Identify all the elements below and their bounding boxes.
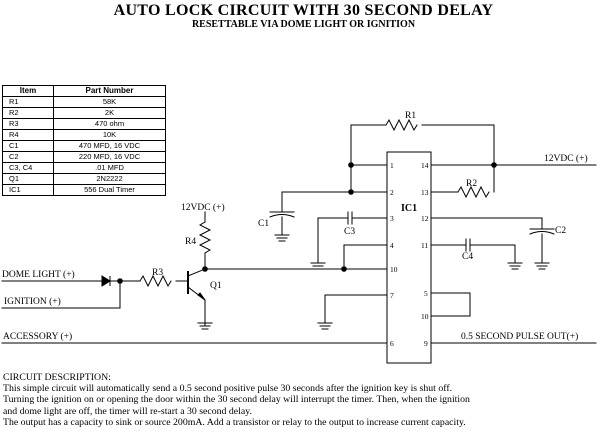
description-line: The output has a capacity to sink or sou…	[3, 416, 466, 428]
c2-ground	[534, 262, 550, 270]
pin-number: 7	[390, 291, 394, 300]
r2-label: R2	[466, 179, 477, 189]
pin5-pin10-loop	[430, 292, 471, 317]
c1-label: C1	[258, 219, 269, 229]
pin-number: 1	[390, 161, 394, 170]
pin7-ground	[317, 322, 333, 330]
supply-right-label: 12VDC (+)	[544, 153, 588, 164]
item-cell: IC1	[2, 184, 54, 196]
c4-ground	[507, 262, 523, 270]
pin-number: 13	[421, 188, 429, 197]
q1-collector	[187, 268, 206, 277]
pin-number: 3	[390, 214, 394, 223]
circuit-description: CIRCUIT DESCRIPTION: This simple circuit…	[3, 372, 603, 428]
ic1-label: IC1	[401, 203, 417, 214]
q1-emitter	[187, 286, 206, 327]
c4-capacitor	[465, 238, 471, 252]
ignition-label: IGNITION (+)	[4, 296, 61, 307]
accessory-label: ACCESSORY (+)	[3, 331, 72, 342]
r3-label: R3	[152, 268, 163, 278]
pin12-wire	[430, 217, 543, 230]
c1-ground	[274, 234, 290, 242]
dome-light-diode	[101, 275, 111, 287]
pin-number: 10	[390, 265, 398, 274]
junction-dot	[491, 162, 497, 168]
supply-top-label: 12VDC (+)	[181, 202, 225, 213]
pin-number: 2	[390, 188, 394, 197]
c1-plate-bottom	[269, 214, 295, 218]
r1-label: R1	[405, 111, 416, 121]
r4-label: R4	[185, 237, 196, 247]
c3-ground	[310, 262, 326, 270]
part-number-cell: 556 Dual Timer	[53, 184, 166, 196]
c3-capacitor	[347, 211, 353, 225]
pin-number: 14	[421, 161, 429, 170]
c3-label: C3	[344, 227, 355, 237]
junction-dot	[202, 266, 208, 272]
pin-number: 11	[421, 241, 428, 250]
pin-number: 9	[424, 339, 428, 348]
c2-label: C2	[555, 226, 566, 236]
q1-label: Q1	[210, 281, 222, 291]
pin-number: 5	[424, 289, 428, 298]
pin-number: 12	[421, 214, 429, 223]
r3-resistor	[139, 274, 172, 288]
r4-resistor	[198, 221, 212, 254]
output-label: 0.5 SECOND PULSE OUT(+)	[461, 331, 578, 342]
pin-number: 10	[421, 312, 429, 321]
q1-emitter-arrow	[197, 292, 206, 301]
pin-number: 4	[390, 241, 394, 250]
description-line: and dome light are off, the timer will r…	[3, 405, 252, 417]
r1-left-wire	[350, 124, 387, 193]
page-title: AUTO LOCK CIRCUIT WITH 30 SECOND DELAY	[113, 2, 494, 19]
c4-right-wire	[469, 244, 516, 264]
junction-dot	[348, 162, 354, 168]
ic1-body	[386, 151, 432, 364]
page-subtitle: RESETTABLE VIA DOME LIGHT OR IGNITION	[191, 19, 416, 30]
q1-ground	[197, 322, 213, 330]
dome-light-label: DOME LIGHT (+)	[2, 269, 75, 280]
r1-right-wire	[421, 124, 495, 166]
description-heading: CIRCUIT DESCRIPTION:	[3, 372, 111, 383]
description-line: Turning the ignition on or opening the d…	[3, 394, 470, 406]
c4-label: C4	[462, 252, 473, 262]
description-line: This simple circuit will automatically s…	[3, 383, 453, 395]
c2-plate-bottom	[529, 231, 555, 235]
ignition-wire	[1, 280, 121, 309]
pin-number: 6	[390, 339, 394, 348]
junction-dot	[341, 266, 347, 272]
junction-dot	[348, 189, 354, 195]
r1-resistor	[385, 118, 418, 132]
r2-resistor	[457, 185, 490, 199]
junction-dot	[117, 278, 123, 284]
